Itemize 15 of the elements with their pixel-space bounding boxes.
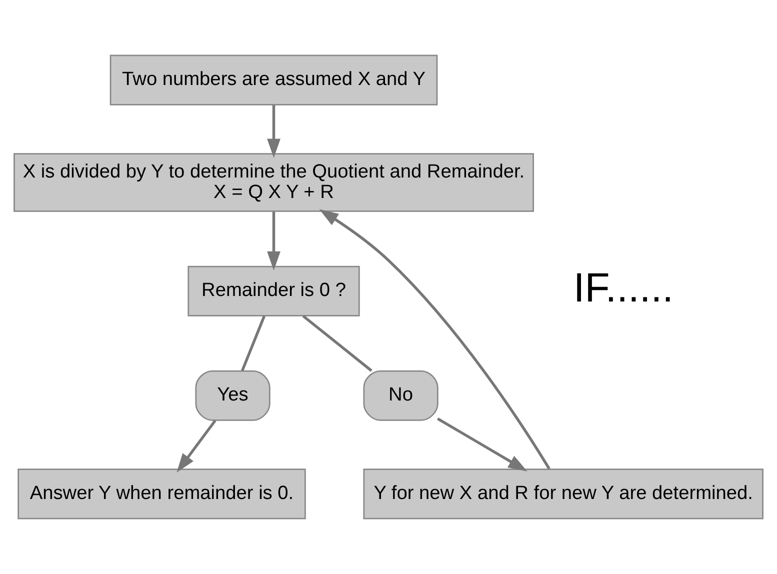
arrow — [267, 105, 280, 158]
node-box: Remainder is 0 ? — [188, 266, 360, 316]
node-box: Two numbers are assumed X and Y — [110, 54, 438, 106]
node-box: No — [363, 370, 438, 421]
connector — [240, 316, 266, 372]
arrow — [267, 212, 280, 271]
arrow — [436, 417, 528, 472]
connector — [302, 315, 372, 372]
label: IF...... — [573, 264, 674, 310]
arrow — [319, 209, 550, 470]
node-box: X is divided by Y to determine the Quotient and Remainder. X = Q X Y + R — [14, 153, 534, 212]
arrow — [176, 420, 216, 473]
node-box: Answer Y when remainder is 0. — [18, 468, 306, 520]
node-box: Yes — [195, 370, 270, 421]
node-box: Y for new X and R for new Y are determined. — [363, 468, 764, 520]
